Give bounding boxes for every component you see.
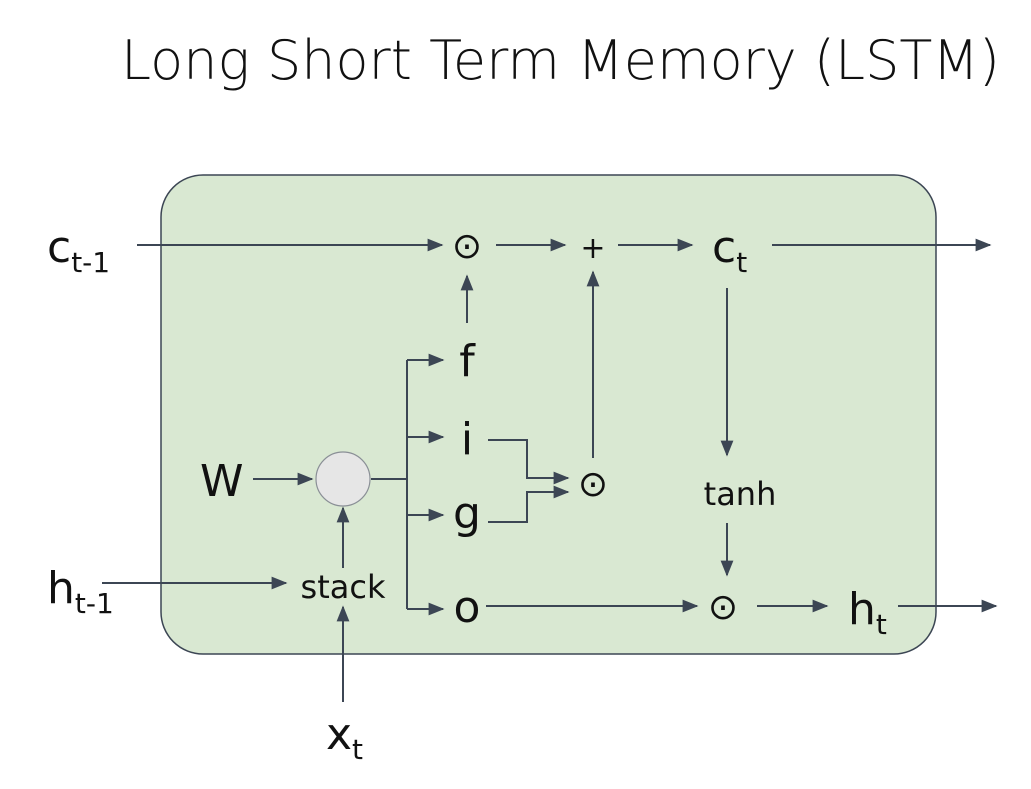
- plus-operator: +: [580, 231, 605, 266]
- gate-o-label: o: [454, 582, 481, 633]
- label-h-prev: ht-1: [47, 563, 114, 620]
- gate-g-label: g: [453, 488, 481, 539]
- label-c-prev: ct-1: [47, 222, 110, 279]
- label-c-t: ct: [712, 222, 747, 279]
- label-h-t: ht: [848, 584, 887, 641]
- label-x-t: xt: [326, 709, 363, 766]
- gate-i-label: i: [461, 414, 473, 465]
- lstm-cell-box: [160, 174, 937, 655]
- gate-f-label: f: [459, 336, 476, 387]
- label-tanh: tanh: [704, 475, 777, 513]
- edge-g-to-ig-mult: [488, 485, 570, 523]
- label-W: W: [200, 456, 244, 507]
- label-stack: stack: [301, 568, 386, 606]
- input-mult-operator: ⊙: [578, 464, 608, 505]
- matmul-node: [315, 451, 371, 507]
- output-mult-operator: ⊙: [708, 587, 738, 628]
- edge-i-to-ig-mult: [488, 439, 570, 485]
- page-title: Long Short Term Memory (LSTM): [121, 29, 1000, 92]
- forget-mult-operator: ⊙: [452, 226, 482, 267]
